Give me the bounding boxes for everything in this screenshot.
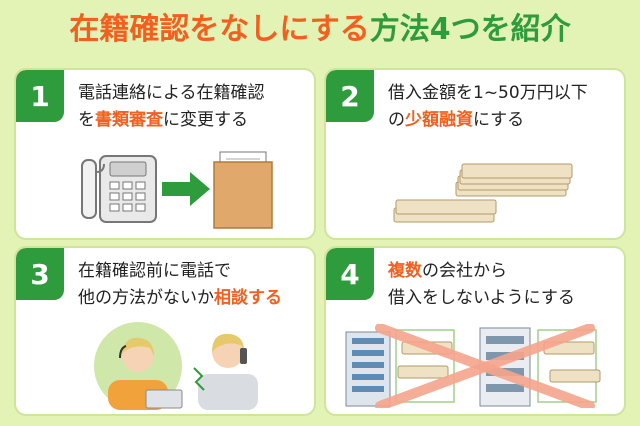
card-line1: 借入金額を1~50万円以下	[388, 83, 588, 103]
page-title: 在籍確認をなしにする方法4つを紹介	[0, 10, 640, 50]
card-number: 1	[16, 70, 64, 122]
card-highlight: 書類審査	[95, 110, 163, 130]
multiple-lenders-crossed-illustration	[345, 324, 601, 408]
arrow-right-icon	[162, 172, 210, 206]
card-text: 電話連絡による在籍確認 を書類審査に変更する	[78, 80, 265, 134]
card-number: 4	[326, 248, 374, 300]
banknote-icon	[393, 199, 497, 223]
office-phone-icon	[81, 155, 157, 223]
method-card-3: 3 在籍確認前に電話で 他の方法がないか相談する	[16, 248, 314, 414]
title-part2: 方法4つを紹介	[369, 12, 571, 47]
card-text: 在籍確認前に電話で 他の方法がないか相談する	[78, 258, 282, 312]
card-line2: の少額融資にする	[388, 107, 588, 134]
card-line2: 借入をしないようにする	[388, 288, 575, 308]
card-number: 3	[16, 248, 64, 300]
phone-call-woman-illustration	[193, 333, 258, 410]
card-line1-post: の会社から	[422, 261, 507, 281]
card-line1: 電話連絡による在籍確認	[78, 83, 265, 103]
method-card-2: 2 借入金額を1~50万円以下 の少額融資にする	[326, 70, 624, 238]
method-card-1: 1 電話連絡による在籍確認 を書類審査に変更する	[16, 70, 314, 238]
building-icon	[345, 331, 391, 407]
banknote-stack-icon	[455, 163, 573, 197]
card-line1: 在籍確認前に電話で	[78, 261, 231, 281]
card-line2-pre: を	[78, 110, 95, 130]
card-line2: 他の方法がないか相談する	[78, 285, 282, 312]
card-line2-pre: の	[388, 110, 405, 130]
card-highlight: 複数	[388, 261, 422, 281]
card-line2-post: に変更する	[163, 110, 248, 130]
card-highlight: 少額融資	[405, 110, 473, 130]
card-highlight: 相談する	[214, 288, 282, 308]
operator-woman-illustration	[94, 322, 183, 410]
card-number: 2	[326, 70, 374, 122]
card-line2: を書類審査に変更する	[78, 107, 265, 134]
card-line2-post: にする	[473, 110, 525, 130]
card-text: 借入金額を1~50万円以下 の少額融資にする	[388, 80, 588, 134]
card-text: 複数の会社から 借入をしないようにする	[388, 258, 575, 312]
method-card-4: 4 複数の会社から 借入をしないようにする	[326, 248, 624, 414]
document-envelope-icon	[213, 151, 273, 229]
card-line2-pre: 他の方法がないか	[78, 288, 214, 308]
title-part1: 在籍確認をなしにする	[69, 12, 370, 47]
card-line1: 複数の会社から	[388, 258, 575, 285]
